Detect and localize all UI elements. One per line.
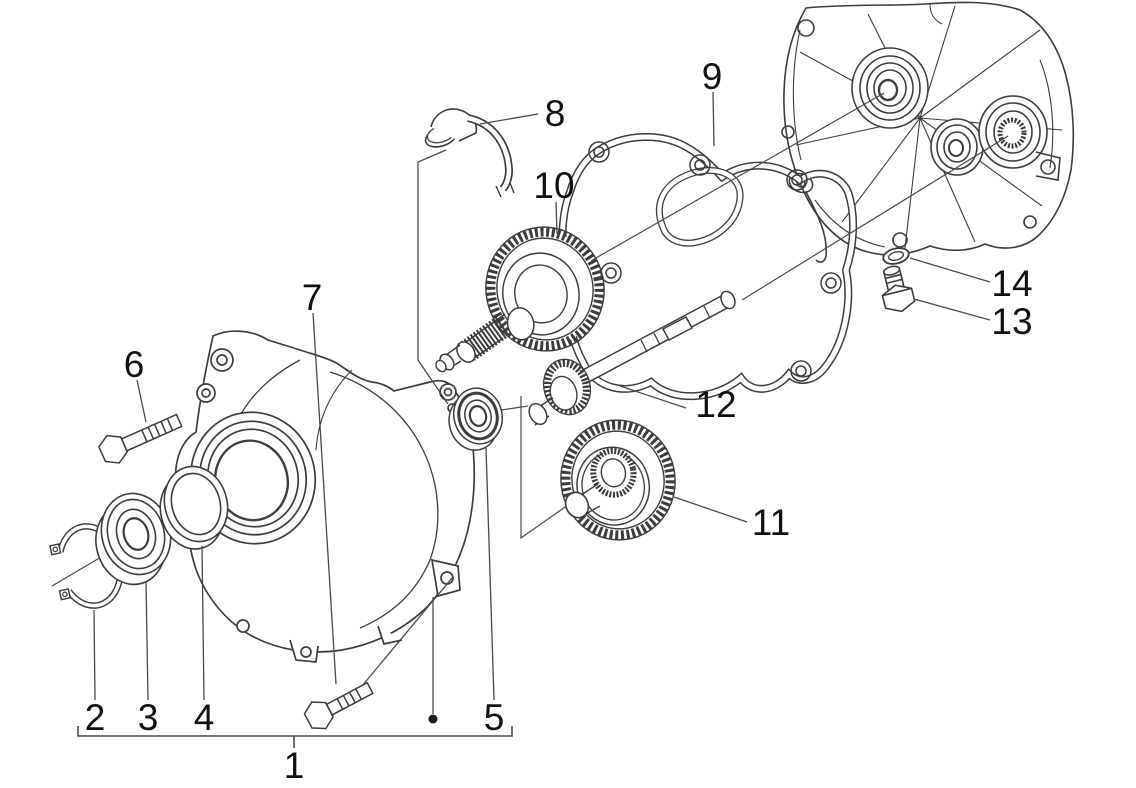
assembly-reference-dot bbox=[428, 714, 438, 724]
intermediate-gear-part bbox=[560, 419, 676, 541]
callout-14: 14 bbox=[991, 263, 1032, 304]
intermediate-shaft-part bbox=[528, 290, 736, 426]
callout-7: 7 bbox=[302, 277, 323, 318]
drain-plug-part bbox=[881, 265, 916, 313]
crankcase-bearing-bore-middle bbox=[930, 118, 984, 176]
callout-12: 12 bbox=[695, 384, 736, 425]
ball-bearing-part bbox=[95, 492, 172, 586]
breather-hose-part bbox=[424, 108, 515, 198]
sealing-washer-part bbox=[882, 247, 910, 265]
gear-to-shaft-link-line bbox=[520, 396, 569, 540]
output-gear-shaft-part bbox=[485, 226, 605, 352]
callout-1: 1 bbox=[284, 745, 305, 786]
callout-8: 8 bbox=[545, 93, 566, 134]
crankcase-half bbox=[781, 1, 1075, 263]
roller-bearing-part bbox=[448, 387, 504, 451]
callout-2: 2 bbox=[85, 697, 106, 738]
callout-11: 11 bbox=[752, 502, 790, 543]
callout-10: 10 bbox=[533, 165, 574, 206]
callout-labels: 1 2 3 4 5 6 7 8 9 10 11 12 13 14 bbox=[85, 56, 1033, 786]
intermediate-gear-hub bbox=[564, 483, 601, 519]
leader-lines bbox=[93, 91, 991, 714]
oil-seal-part bbox=[159, 465, 229, 550]
assembly-bracket bbox=[77, 726, 513, 748]
callout-4: 4 bbox=[194, 697, 215, 738]
crankcase-bearing-bore-left bbox=[851, 47, 929, 129]
flange-bolt-7 bbox=[303, 681, 374, 730]
output-shaft-splines bbox=[435, 313, 510, 373]
callout-3: 3 bbox=[138, 697, 159, 738]
callout-9: 9 bbox=[702, 56, 723, 97]
crankcase-bearing-bore-right bbox=[978, 95, 1048, 169]
flange-bolt-6 bbox=[98, 413, 183, 464]
callout-5: 5 bbox=[484, 697, 505, 738]
callout-6: 6 bbox=[124, 344, 145, 385]
callout-13: 13 bbox=[991, 301, 1032, 342]
